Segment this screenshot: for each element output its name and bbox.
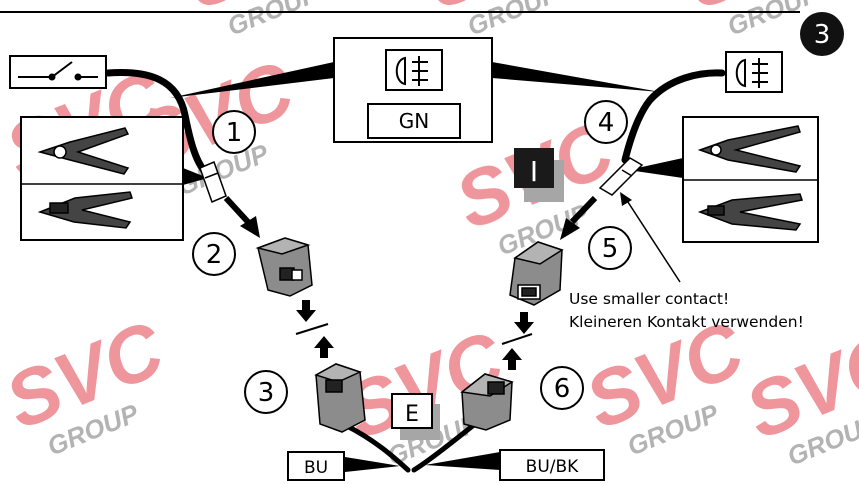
fog-box-pointer-right — [492, 62, 660, 92]
wire-label-bu-text: BU — [304, 458, 328, 478]
switch-box — [9, 55, 107, 89]
connector-housing-bottom-right — [460, 373, 514, 431]
inner-marker: I — [514, 148, 564, 202]
step-badge-number: 3 — [814, 20, 831, 50]
connector-housing-female-top — [509, 241, 564, 306]
step-circle — [212, 110, 256, 154]
wire-label-bu: BU — [287, 451, 345, 481]
crimp-tool-icon — [697, 125, 803, 231]
note-line-2: Kleineren Kontakt verwenden! — [569, 313, 804, 331]
step-number: 2 — [206, 240, 223, 270]
arrow-left-insert — [240, 216, 260, 238]
arrows — [223, 195, 598, 370]
fog-light-icon — [735, 58, 768, 88]
step-number: 4 — [598, 108, 615, 138]
bubk-pointer — [425, 452, 500, 470]
crimp-tool-icon — [37, 127, 133, 229]
step-number: 6 — [554, 374, 571, 404]
terminal-right — [598, 157, 644, 196]
fog-light-small-box — [725, 51, 783, 93]
step-circle — [588, 226, 632, 270]
step-number: 1 — [226, 118, 243, 148]
step-circle — [192, 232, 236, 276]
wire-label-bubk: BU/BK — [499, 449, 605, 481]
note-pointer-head — [620, 192, 632, 206]
step-circle — [584, 100, 628, 144]
gn-label-box — [367, 103, 461, 139]
crimp-tool-box-right — [682, 116, 819, 243]
outer-marker-label: E — [405, 402, 419, 427]
crimp-pointer-right — [628, 158, 683, 178]
step-number: 5 — [602, 234, 619, 264]
fog-box-pointer-left — [170, 62, 334, 98]
arrow-right-insert — [560, 218, 580, 240]
arrow-mate-up-right — [502, 348, 522, 360]
step-circle — [244, 370, 288, 414]
step-number: 3 — [258, 378, 275, 408]
bottom-left-wire — [342, 422, 411, 473]
left-switch-wire — [104, 69, 209, 176]
wire-label-bubk-text: BU/BK — [526, 457, 579, 477]
bu-pointer — [345, 457, 400, 472]
gn-label: GN — [399, 109, 429, 133]
arrow-mate-up-left — [314, 336, 334, 348]
right-switch-wire — [621, 69, 726, 164]
crimp-tool-box-left — [20, 116, 184, 241]
fog-light-box: GN — [333, 37, 493, 143]
note-pointer-line — [623, 195, 681, 283]
inner-marker-label: I — [530, 155, 538, 188]
arrow-mate-down-right — [514, 322, 534, 334]
step-circle — [540, 366, 584, 410]
crimp-pointer-left — [183, 168, 208, 185]
step-badge: 3 — [800, 12, 844, 56]
note-line-1: Use smaller contact! — [569, 290, 729, 308]
step-circles: 1 2 3 4 5 6 — [192, 100, 632, 414]
outer-marker: E — [391, 393, 440, 440]
arrow-mate-down-left — [296, 310, 316, 322]
fog-light-icon — [395, 56, 428, 86]
connector-housing-bottom-left — [314, 363, 366, 433]
terminal-left — [199, 160, 227, 204]
connector-housing-male-top — [255, 237, 313, 297]
switch-icon — [18, 61, 98, 81]
